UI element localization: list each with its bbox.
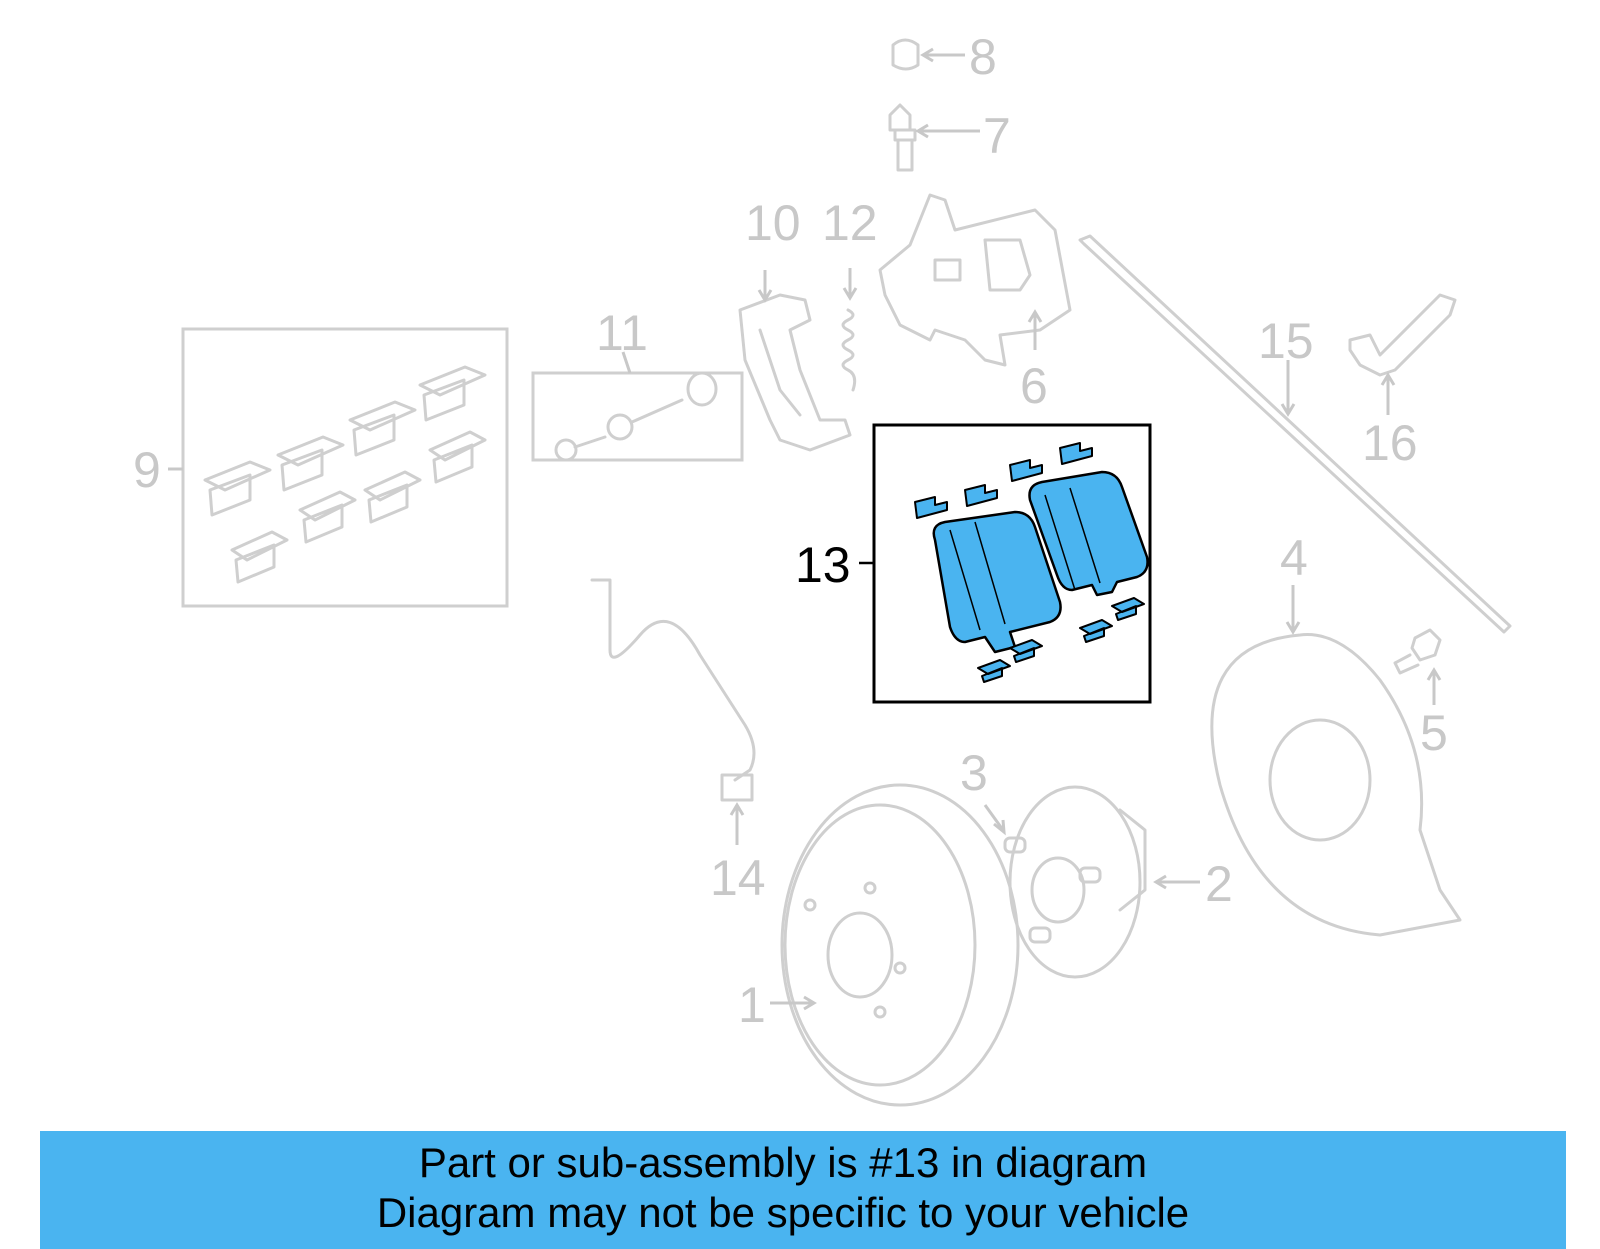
callout-2: 2 [1205,856,1233,912]
callout-15: 15 [1258,313,1314,369]
callout-8: 8 [969,29,997,85]
callout-7: 7 [983,108,1011,164]
brake-pad-right [1028,470,1149,597]
callout-1: 1 [738,977,766,1033]
part-6-caliper [878,193,1072,367]
brake-pad-left [932,510,1062,654]
part-2-hub [1003,785,1200,979]
part-9-clip-kit [168,327,509,608]
part-1-rotor [770,783,1020,1107]
part-8-cap [891,38,965,71]
part-7-bleeder [888,103,980,172]
part-14-abs-sensor [590,578,756,845]
callout-13: 13 [795,537,851,593]
callout-16: 16 [1362,415,1418,471]
part-15-cable [1078,234,1512,634]
callout-11: 11 [596,305,648,361]
callout-3: 3 [960,745,988,801]
part-11-guide-pin-kit [531,351,744,462]
banner-line-1: Part or sub-assembly is #13 in diagram [418,1139,1148,1186]
callout-10: 10 [745,195,801,251]
part-5-bolt [1393,628,1442,705]
callout-14: 14 [710,850,766,906]
callout-5: 5 [1420,705,1448,761]
callout-4: 4 [1280,530,1308,586]
callout-9: 9 [133,442,161,498]
part-4-dust-shield [1210,585,1462,937]
banner-line-2: Diagram may not be specific to your vehi… [376,1189,1190,1236]
part-13-brake-pad-set [859,423,1152,704]
info-banner: Part or sub-assembly is #13 in diagram D… [40,1131,1566,1249]
part-12-spring [841,268,858,392]
part-10-caliper-bracket [738,270,852,452]
part-16-bracket [1348,293,1457,415]
callout-12: 12 [822,195,878,251]
callout-6: 6 [1020,358,1048,414]
part-3-stud [983,804,1006,836]
